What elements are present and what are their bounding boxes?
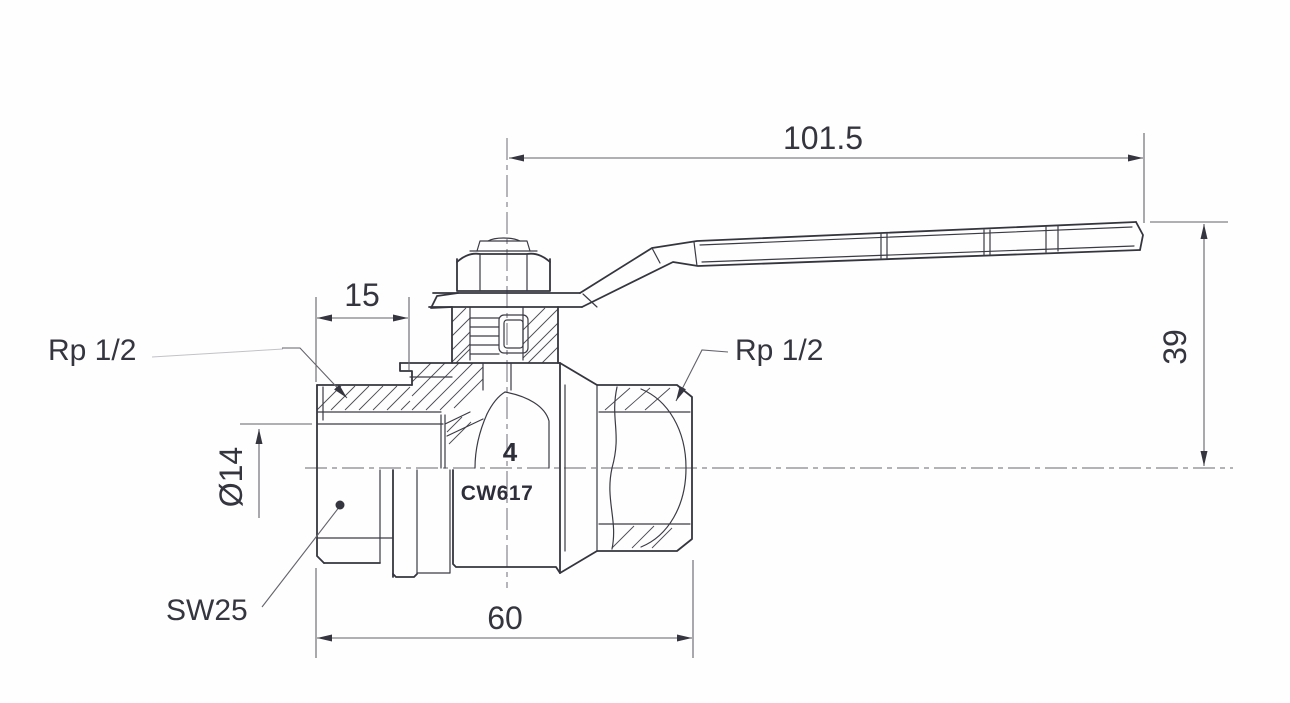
- marking-size: 4: [503, 437, 518, 467]
- leader-arrowhead: [334, 384, 347, 398]
- handle-top-edge: [579, 221, 1137, 294]
- arrowhead-left: [509, 154, 524, 162]
- leader-line: [675, 349, 729, 402]
- dim-text-height: 39: [1157, 329, 1193, 365]
- dim-text-handle-length: 101.5: [783, 120, 863, 156]
- arrowhead-left: [317, 634, 332, 642]
- arrowhead-right: [393, 314, 408, 322]
- dim-text-body-length: 60: [487, 600, 523, 636]
- arrowhead-right: [677, 634, 692, 642]
- dim-101-5: 101.5: [509, 120, 1145, 223]
- hatch-left-thread-band: [316, 385, 411, 411]
- leader-arrowhead: [676, 386, 686, 401]
- label-rp12-right: Rp 1/2: [675, 334, 823, 402]
- hatch-body-shoulder: [411, 362, 484, 445]
- stem-nut: [456, 237, 551, 292]
- right-hex-cap: [596, 384, 693, 552]
- valve-handle: [428, 221, 1144, 309]
- left-thread-section: [316, 362, 444, 564]
- handle-tab: [430, 292, 459, 309]
- dim-text-thread-length: 15: [344, 277, 380, 313]
- leader-faint: [151, 348, 284, 358]
- dim-text-bore: Ø14: [213, 447, 249, 507]
- dim-15: 15: [315, 277, 410, 382]
- dim-dia14: Ø14: [213, 423, 312, 518]
- packing-rings: [469, 317, 500, 355]
- arrowhead-up: [1200, 224, 1208, 239]
- sw25-hex-profile: [316, 469, 451, 578]
- arrowhead-right: [1128, 154, 1143, 162]
- hatch-stem-neck: [451, 307, 559, 364]
- ball-and-seat-section: [409, 376, 550, 469]
- stem-assembly: [451, 237, 559, 391]
- arrowhead-down: [1200, 451, 1208, 466]
- arrowhead-left: [317, 314, 332, 322]
- leader-dot: [335, 500, 345, 510]
- dim-60: 60: [315, 560, 694, 658]
- label-rp12-left: Rp 1/2: [48, 334, 348, 399]
- wrench-size-label: SW25: [166, 594, 248, 627]
- leader-line: [261, 505, 341, 608]
- handle-detail-lines: [582, 225, 1135, 308]
- body-markings: 4 CW617: [461, 437, 534, 505]
- thread-label-left: Rp 1/2: [48, 334, 136, 367]
- center-body-block: [452, 362, 598, 574]
- gland-square: [498, 314, 529, 354]
- valve-body: [316, 362, 693, 578]
- arrowhead-up: [255, 429, 263, 444]
- handle-end-cap: [1135, 221, 1144, 251]
- dim-39: 39: [1150, 221, 1228, 466]
- thread-label-right: Rp 1/2: [735, 334, 823, 367]
- marking-alloy: CW617: [461, 482, 534, 505]
- gland-square-inner: [503, 319, 524, 349]
- leader-line: [282, 347, 348, 399]
- label-sw25: SW25: [166, 500, 345, 627]
- handle-bottom-edge: [581, 249, 1141, 308]
